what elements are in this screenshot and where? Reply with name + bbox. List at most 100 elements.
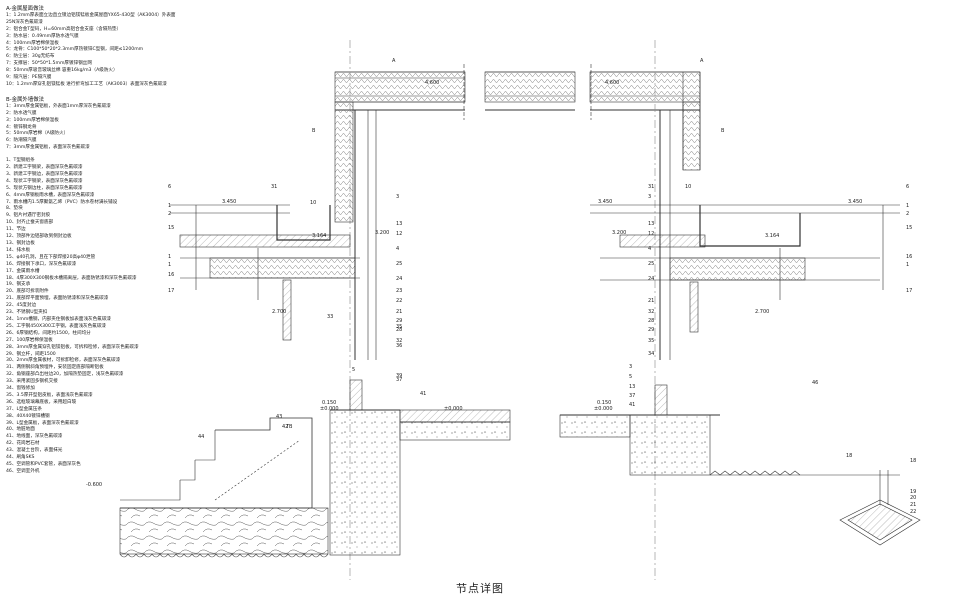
- callout-number: 21: [910, 502, 916, 508]
- callout-number: 37: [396, 377, 402, 383]
- callout-number: 37: [629, 393, 635, 399]
- callout-number: 6: [906, 184, 909, 190]
- gutter-left: [170, 204, 360, 341]
- legend-item: 39、L型金属板，表面深灰色氟碳漆: [6, 420, 79, 426]
- legend-item: 46、空调室外机: [6, 468, 40, 474]
- callout-number: 29: [396, 318, 402, 324]
- section-a-list: 1：1.2mm厚表面立边直立锁边铝镁锰板金属屋面YX65-430型（AK3004…: [6, 13, 346, 89]
- callout-number: 10: [685, 184, 691, 190]
- callout-number: 46: [812, 380, 818, 386]
- callout-number: 15: [168, 225, 174, 231]
- callout-number: 10: [310, 200, 316, 206]
- elevation-label: 3.200: [375, 230, 389, 236]
- callout-number: 24: [648, 276, 654, 282]
- foundation-right: [559, 384, 900, 476]
- legend-item: 14、排水板: [6, 247, 31, 253]
- elevation-label: 3.164: [312, 233, 326, 239]
- roof-section-middle: [484, 71, 576, 111]
- roof-section-left: [334, 64, 466, 360]
- legend-item: 23、不锈钢U型夹扣: [6, 310, 48, 316]
- legend-item: 24、1mm槽钢，内部夹住钢板加表面浅灰色氟碳漆: [6, 316, 112, 322]
- callout-number: 22: [396, 298, 402, 304]
- callout-number: 4: [396, 246, 399, 252]
- legend-item: 10、封齐止蚕天窗底部: [6, 220, 54, 226]
- legend-item: 1、T型钢组条: [6, 158, 35, 164]
- legend-item: 44、刷角SKS: [6, 455, 35, 461]
- callout-number: 2: [168, 211, 171, 217]
- legend-item: 12、顶部件边铝部收到侧封边板: [6, 234, 72, 240]
- callout-number: 39: [396, 373, 402, 379]
- elevation-label: 2.700: [755, 309, 769, 315]
- legend-item: 13、钢封边板: [6, 241, 35, 246]
- callout-number: 36: [396, 343, 402, 349]
- elevation-label: -0.600: [86, 482, 102, 488]
- left-wall-insulation: [334, 101, 354, 223]
- legend-item: 6、4mm厚钢板雨水槽，表面深灰色氟碳漆: [6, 192, 95, 198]
- legend-item: 21、底部焊平面预埋，表面防锈漆和深灰色氟碳漆: [6, 296, 109, 302]
- legend-item: 22、45度封边: [6, 303, 37, 309]
- roof-section-right: [589, 64, 701, 360]
- callout-number: 31: [271, 184, 277, 190]
- legend-item: 8、垫块: [6, 206, 23, 212]
- callout-number: 19: [910, 489, 916, 495]
- note-b-1: 1：3mm厚金属铝板，外表面1mm厚深灰色氟碳漆: [6, 103, 111, 109]
- note-a-10: 10：1.2mm厚穿孔铝镁锰板 进行折弯加工工艺（AK3003）表面深灰色氟碳漆: [6, 81, 167, 87]
- callout-number: 22: [910, 509, 916, 515]
- legend-item: 33、采用紧固多钢机交接: [6, 379, 58, 385]
- callout-number: 29: [648, 327, 654, 333]
- legend-item: 9、铝片衬遇厅密封胶: [6, 213, 51, 219]
- legend-item: 2、新建工字钢梁，表面深灰色氟碳漆: [6, 165, 83, 171]
- callout-number: 31: [648, 184, 654, 190]
- elevation-label: 3.450: [848, 199, 862, 205]
- legend-item: 16、焊接钢下承口，深灰色氟碳漆: [6, 261, 77, 267]
- callout-number: 1: [168, 262, 171, 268]
- legend-item: 26、6厚钢结构，间距约1500，柱间均分: [6, 330, 91, 336]
- callout-number: 41: [629, 402, 635, 408]
- callout-number: 12: [648, 231, 654, 237]
- legend-item: 27、100厚岩棉保温板: [6, 337, 53, 343]
- dimension-label: 4,600: [605, 80, 619, 86]
- callout-number: 16: [168, 272, 174, 278]
- axis-label-b: B: [312, 128, 316, 134]
- callout-number: 34: [648, 351, 654, 357]
- legend-item: 40、地脏地面: [6, 427, 35, 433]
- callout-number: 15: [906, 225, 912, 231]
- note-a-1b: 25N深灰色氟碳漆: [6, 19, 43, 25]
- legend-item: 32、角钢座部凸出柱边20，加隔热垫固定，浅灰色氟碳漆: [6, 372, 124, 378]
- callout-number: 44: [198, 434, 204, 440]
- callout-number: 25: [396, 261, 402, 267]
- callout-number: 42: [282, 424, 288, 430]
- elevation-label: ±0.000: [320, 406, 339, 412]
- note-a-2: 2：铝合金T型码，H=60mm高铝合金支座（含隔热垫）: [6, 26, 122, 32]
- callout-number: 23: [396, 288, 402, 294]
- callout-number: 3: [396, 194, 399, 200]
- elevation-label: ±0.000: [594, 406, 613, 412]
- legend-item: 38、40X40镀锌槽钢: [6, 413, 50, 419]
- elevation-label: 2.700: [272, 309, 286, 315]
- legend-item: 31、两侧钢斜角预埋件，安装固定底部隔断铝板: [6, 365, 104, 371]
- callout-number: 13: [396, 221, 402, 227]
- section-b-title: B-金属外墙做法: [6, 96, 44, 103]
- legend-item: 17、金属雨水槽: [6, 268, 40, 274]
- note-b-2: 2：防水透气膜: [6, 110, 37, 116]
- note-a-9: 9：隔汽层：PE隔汽膜: [6, 75, 52, 81]
- note-b-3: 3：100mm厚岩棉保温板: [6, 117, 59, 123]
- legend-item: 43、混凝土台阶，表面抹光: [6, 448, 63, 454]
- callout-number: 43: [276, 414, 282, 420]
- foundation-left: [119, 379, 511, 558]
- elevation-label: 3.450: [598, 199, 612, 205]
- elevation-label: ±0.000: [444, 406, 463, 412]
- legend-item: 28、3mm厚金属穿孔铝镁铝板，可拆和检修，表面深灰色氟碳漆: [6, 344, 139, 350]
- callout-number: 20: [910, 495, 916, 501]
- axis-label-a: A: [392, 58, 396, 64]
- section-b-list: 1：3mm厚金属铝板，外表面1mm厚深灰色氟碳漆 2：防水透气膜 3：100mm…: [6, 104, 346, 152]
- callout-number: 13: [629, 384, 635, 390]
- callout-number: 2: [906, 211, 909, 217]
- callout-number: 21: [396, 309, 402, 315]
- callout-number: 1: [168, 254, 171, 260]
- gutter-right: [590, 204, 900, 333]
- callout-number: 35: [396, 324, 402, 330]
- callout-number: 21: [648, 298, 654, 304]
- gutter-iso-detail: [839, 470, 921, 546]
